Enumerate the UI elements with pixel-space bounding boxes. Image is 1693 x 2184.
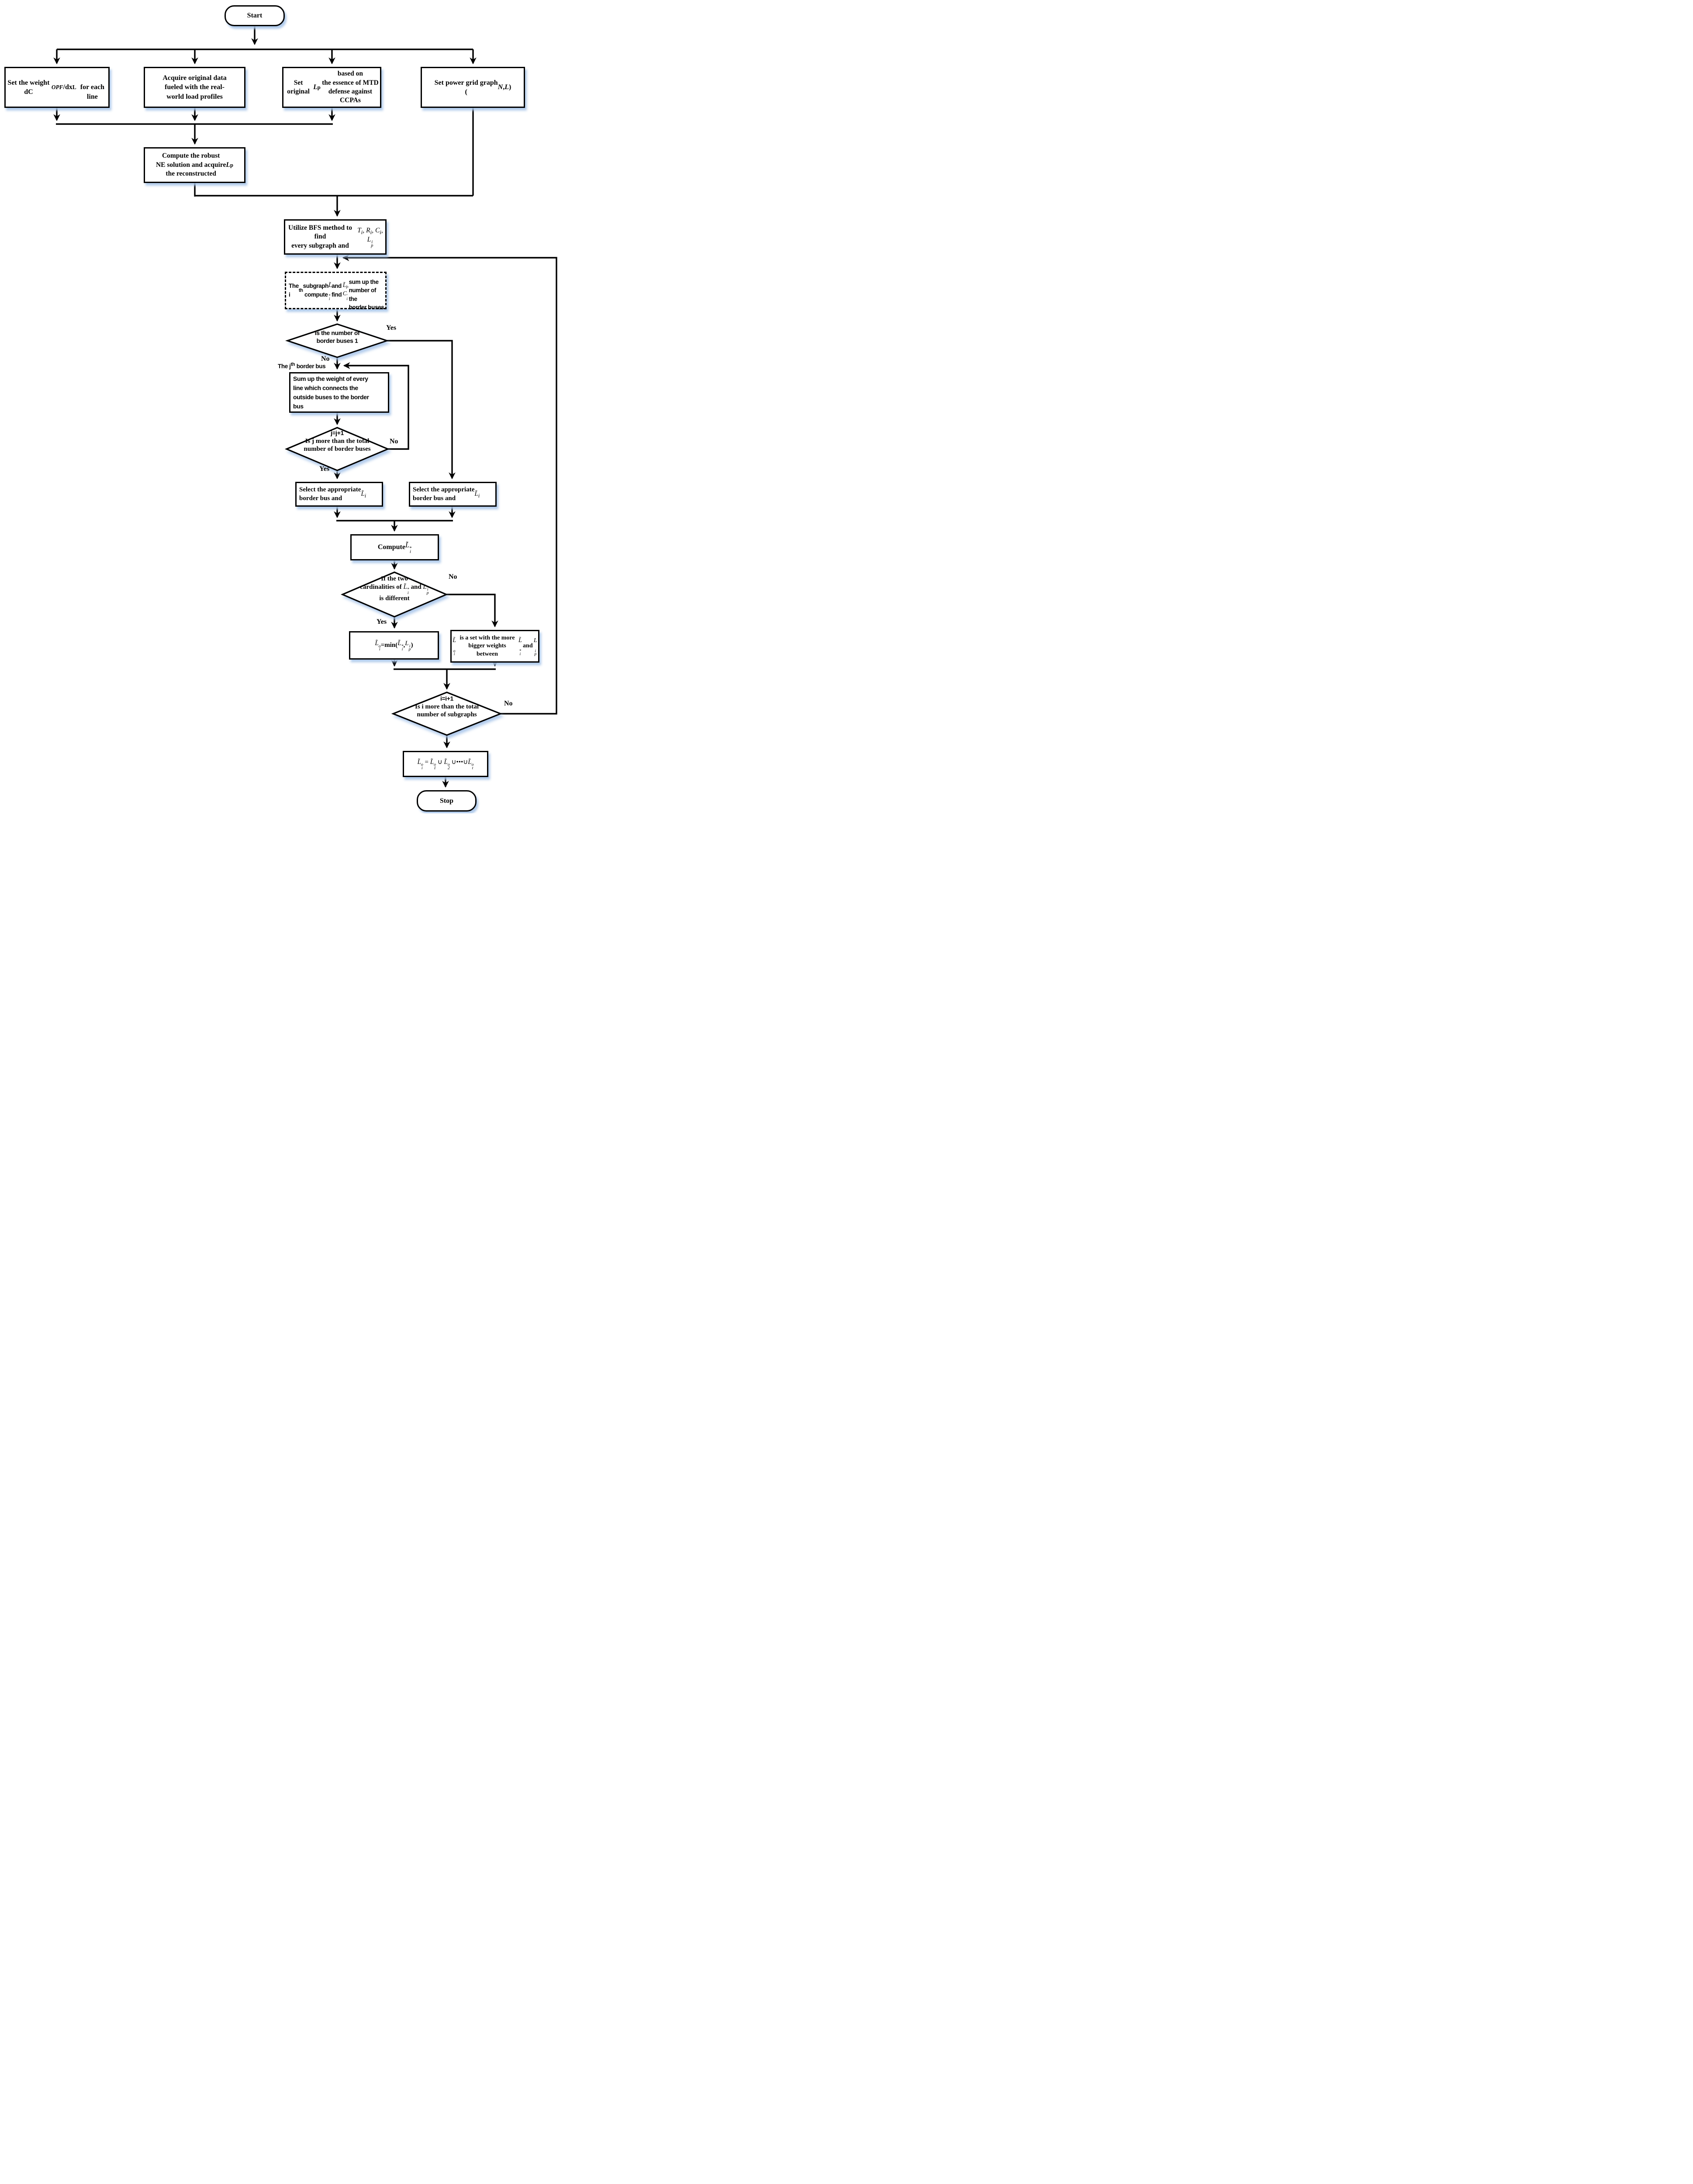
d1-yes-label: Yes	[386, 324, 397, 332]
power-grid-graph-box: Set power grid graph(N, L)	[421, 67, 525, 108]
edge-d3-no	[446, 594, 498, 628]
d3-yes-label: Yes	[377, 618, 387, 625]
edge-i-loop-no	[342, 254, 557, 715]
d2-yes-label: Yes	[319, 465, 330, 473]
edge-j-loop-no	[343, 362, 409, 450]
i-loop-diamond-shape	[391, 691, 503, 736]
compute-li-box: Compute L̃*i	[350, 534, 439, 560]
border-count-diamond-shape	[285, 323, 390, 358]
stop-terminal: Stop	[417, 790, 477, 812]
d3-no-label: No	[449, 573, 457, 581]
start-terminal: Start	[225, 5, 285, 26]
connectors	[53, 26, 557, 788]
j-loop-diamond-shape	[284, 427, 390, 471]
cardinality-diamond-shape	[340, 571, 449, 618]
d4-no-label: No	[504, 700, 513, 707]
jth-border-bus-label: The jth border bus	[278, 362, 326, 370]
edge-d1-yes	[387, 340, 456, 480]
decision-diamonds	[284, 323, 503, 736]
connector-layer	[53, 26, 557, 788]
d1-no-label: No	[321, 355, 330, 363]
d2-no-label: No	[390, 438, 398, 445]
